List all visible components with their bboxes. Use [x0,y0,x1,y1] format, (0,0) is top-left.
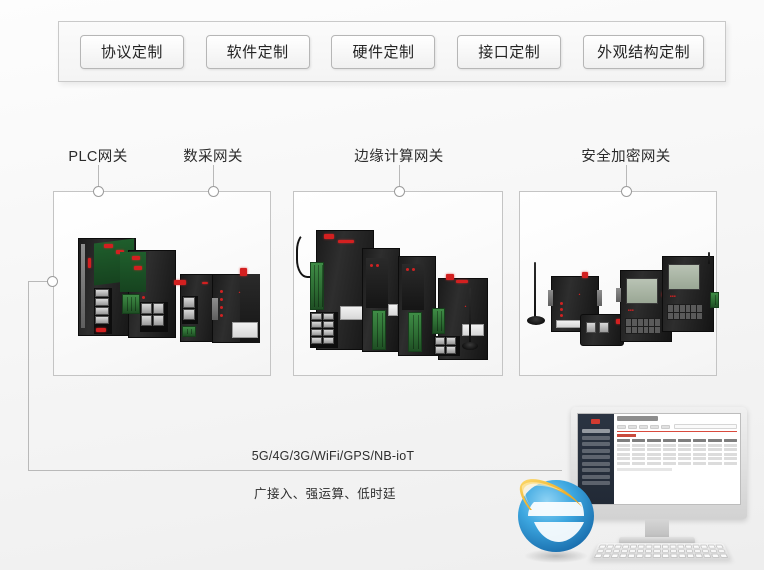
dashboard-search-input[interactable] [673,424,737,429]
table-row[interactable] [616,452,737,456]
node-plc-gateway [93,186,104,197]
tag-label: 软件定制 [226,44,289,61]
device-edge-gateway-front: ▲ [430,274,488,364]
device-security-gateway-small-box [580,314,624,346]
product-panel-edge-computing-gateways: ▲ [293,191,503,376]
customization-options-bar: 协议定制 软件定制 硬件定制 接口定制 外观结构定制 [58,21,726,82]
category-label-data-acquisition-gateway: 数采网关 [183,149,243,165]
toolbar-filter-chip[interactable] [649,424,659,429]
stem-security-encryption-gateway [626,165,627,191]
dashboard-accent-divider [616,431,737,432]
dashboard-logo [580,417,612,426]
category-label-security-encryption-gateway: 安全加密网关 [581,149,671,165]
monitor-stand [619,537,695,545]
connector-segment-left [28,281,48,282]
device-plc-gateway-second [120,250,176,338]
connector-segment-down [28,281,29,471]
tag-interface-customization[interactable]: 接口定制 [457,34,562,69]
device-security-hmi-b: ■■■ [658,252,720,338]
tag-hardware-customization[interactable]: 硬件定制 [331,34,436,69]
dashboard-table [616,439,737,465]
monitor-screen [577,413,741,505]
monitor-neck [645,519,669,539]
toolbar-filter-chip[interactable] [627,424,637,429]
dashboard-main-area [613,414,740,504]
tag-protocol-customization[interactable]: 协议定制 [79,34,184,69]
table-row[interactable] [616,461,737,465]
dashboard-title [616,416,658,421]
device-edge-gateway-middle-a [358,248,400,358]
stem-edge-computing-gateway [399,165,400,191]
node-security-encryption-gateway [621,186,632,197]
node-data-acquisition-gateway [208,186,219,197]
dashboard-nav-item[interactable] [582,448,610,453]
slogan-text: 广接入、强运算、低时廷 [254,487,396,501]
product-panel-security-encryption-gateways: ▲ ■■■ ■■■ [519,191,720,376]
stem-plc-gateway [98,165,99,191]
tag-software-customization[interactable]: 软件定制 [205,34,310,69]
toolbar-filter-chip[interactable] [660,424,670,429]
dashboard-nav-item[interactable] [582,435,610,440]
device-edge-gateway-middle-b [394,256,436,364]
category-label-plc-gateway: PLC网关 [68,149,128,165]
table-row[interactable] [616,457,737,460]
network-standards-text: 5G/4G/3G/WiFi/GPS/NB-ioT [251,449,415,463]
tag-label: 接口定制 [478,44,541,61]
device-gateway-fourth: ▲ [212,268,260,343]
node-network-tap [47,276,58,287]
tag-appearance-structure-customization[interactable]: 外观结构定制 [583,34,705,69]
tag-label: 硬件定制 [352,44,415,61]
dashboard-nav-item[interactable] [582,468,610,472]
dashboard-section-title [616,434,636,437]
tag-label: 外观结构定制 [597,44,691,61]
product-panel-plc-and-data-acquisition-gateways: ▲ [53,191,271,376]
connector-segment-bottom [28,470,562,471]
desktop-monitor [553,403,764,570]
dashboard-nav-item[interactable] [582,474,610,479]
category-label-edge-computing-gateway: 边缘计算网关 [354,149,444,165]
monitor-bezel [571,407,747,519]
dashboard-nav-item[interactable] [582,461,610,466]
table-row[interactable] [616,443,737,447]
dashboard-nav-item[interactable] [582,429,610,433]
toolbar-filter-chip[interactable] [638,424,648,429]
dashboard-nav-item[interactable] [582,455,610,459]
dashboard-sidebar[interactable] [578,414,614,504]
table-header-row [616,439,737,442]
dashboard-nav-item[interactable] [582,481,610,485]
table-row[interactable] [616,448,737,451]
dashboard-nav-item[interactable] [582,442,610,446]
stem-data-acquisition-gateway [213,165,214,191]
internet-explorer-logo [500,466,612,566]
toolbar-filter-chip[interactable] [616,424,626,429]
node-edge-computing-gateway [394,186,405,197]
dashboard-footer-note [616,467,672,471]
tag-label: 协议定制 [100,44,163,61]
dashboard-toolbar [616,424,737,429]
